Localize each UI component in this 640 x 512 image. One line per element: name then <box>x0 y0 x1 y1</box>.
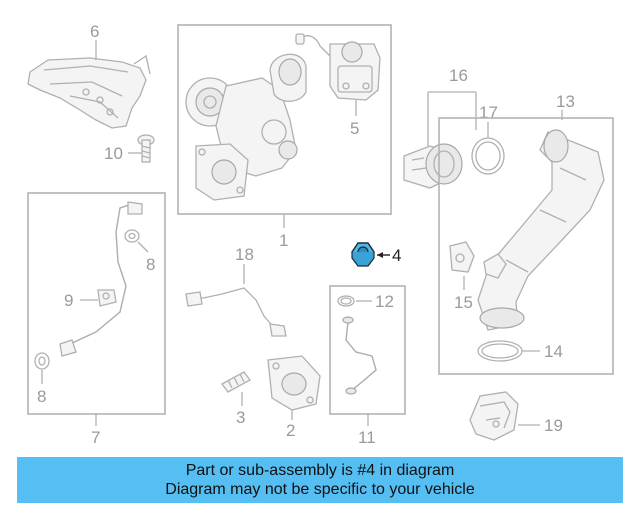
box-7-oil-line <box>27 192 166 415</box>
callout-7: 7 <box>91 428 100 447</box>
banner-line-2: Diagram may not be specific to your vehi… <box>165 481 475 498</box>
callout-3: 3 <box>236 408 245 427</box>
callout-12: 12 <box>375 292 394 311</box>
part-8-washer-upper[interactable] <box>124 229 140 243</box>
part-19-bracket[interactable] <box>469 391 519 441</box>
part-18-return-line[interactable] <box>185 287 287 337</box>
callout-19: 19 <box>544 416 563 435</box>
part-14-seal[interactable] <box>477 340 523 362</box>
callout-8b: 8 <box>37 387 46 406</box>
part-15-sensor[interactable] <box>449 241 475 273</box>
part-12-o-ring[interactable] <box>337 295 355 307</box>
callout-16: 16 <box>449 66 468 85</box>
callout-14: 14 <box>544 342 563 361</box>
part-16-intake-connector[interactable] <box>403 143 463 189</box>
callout-13: 13 <box>556 92 575 111</box>
part-1-turbocharger[interactable] <box>185 53 307 201</box>
box-13-charge-pipe <box>438 117 614 375</box>
callout-18: 18 <box>235 245 254 264</box>
callout-6: 6 <box>90 22 99 41</box>
callout-9: 9 <box>64 291 73 310</box>
callout-4: 4 <box>392 246 401 265</box>
callout-2: 2 <box>286 421 295 440</box>
part-13-bracket[interactable] <box>483 253 507 279</box>
part-3-stud[interactable] <box>221 371 251 393</box>
part-17-o-ring[interactable] <box>471 137 505 175</box>
part-5-actuator[interactable] <box>295 33 381 101</box>
callout-17: 17 <box>479 103 498 122</box>
part-10-bolt[interactable] <box>137 134 155 163</box>
part-2-gasket[interactable] <box>267 355 321 411</box>
banner-line-1: Part or sub-assembly is #4 in diagram <box>185 462 455 479</box>
parts-diagram: 6 10 1 5 16 <box>27 22 614 447</box>
callout-8a: 8 <box>146 255 155 274</box>
info-banner: Part or sub-assembly is #4 in diagram Di… <box>17 457 623 503</box>
part-9-banjo-fitting[interactable] <box>97 289 117 307</box>
callout-1: 1 <box>279 231 288 250</box>
callout-5: 5 <box>350 119 359 138</box>
part-8-washer-lower[interactable] <box>34 352 50 370</box>
callout-11: 11 <box>358 428 376 447</box>
part-7-oil-line[interactable] <box>59 201 143 357</box>
part-11-coolant-pipe[interactable] <box>342 316 377 395</box>
callout-15: 15 <box>454 293 473 312</box>
part-13-charge-pipe[interactable] <box>477 129 605 331</box>
part-4-nut-highlighted[interactable] <box>351 242 375 267</box>
callout-10: 10 <box>104 144 123 163</box>
part-6-heat-shield[interactable] <box>27 54 151 129</box>
